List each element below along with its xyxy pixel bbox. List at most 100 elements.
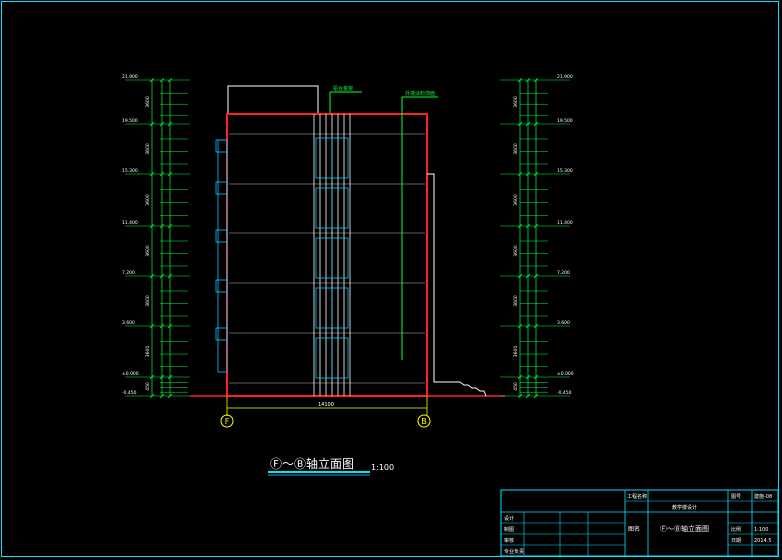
balcony-slab	[215, 181, 228, 195]
dimension-tick	[149, 171, 155, 177]
axis-label-left: F	[225, 417, 230, 426]
callout-2-text: 外墙涂料饰面	[405, 90, 435, 97]
dimension-tick	[517, 77, 523, 83]
spacing-label: 3600	[145, 346, 151, 358]
elevation-label: ±0.000	[557, 371, 574, 377]
dimension-tick	[533, 223, 539, 229]
dimension-tick	[167, 223, 173, 229]
balcony-outline	[217, 139, 228, 373]
tb-project-label: 工程名称	[627, 493, 647, 500]
overall-dimension-text: 14100	[318, 402, 334, 408]
elevation-label: 19.500	[122, 118, 138, 124]
dimension-tick	[517, 273, 523, 279]
dimension-tick	[517, 121, 523, 127]
spacing-label: 3600	[513, 143, 519, 155]
dimension-tick	[149, 393, 155, 399]
dimension-tick	[533, 77, 539, 83]
window-column	[313, 114, 351, 396]
dimension-tick	[167, 171, 173, 177]
elevation-label: 11.400	[557, 220, 573, 226]
balcony-slab	[215, 229, 228, 243]
tb-field-value: 建施-08	[754, 493, 772, 500]
dimension-tick	[525, 393, 531, 399]
spacing-label: 3600	[145, 245, 151, 257]
view-title: Ⓕ～Ⓑ轴立面图	[270, 456, 354, 471]
elevation-label: 19.500	[557, 118, 573, 124]
tb-row-label: 审核	[504, 537, 514, 544]
dimension-tick	[517, 171, 523, 177]
elevation-label: 15.300	[122, 168, 138, 174]
elevation-label: -0.450	[122, 390, 137, 396]
elevation-label: 7.200	[122, 270, 135, 276]
dimension-tick	[167, 374, 173, 380]
spacing-label: 3600	[145, 96, 151, 108]
dimension-tick	[533, 374, 539, 380]
spacing-label: 450	[145, 382, 151, 391]
dimension-tick	[159, 77, 165, 83]
dimension-tick	[533, 323, 539, 329]
tb-field-value: 1:100	[754, 527, 768, 533]
dimension-tick	[149, 323, 155, 329]
balcony-slab	[215, 327, 228, 341]
dimension-tick	[149, 77, 155, 83]
elevation-label: -0.450	[557, 390, 572, 396]
balcony-slab	[215, 139, 228, 153]
entrance-steps	[459, 381, 487, 397]
building-outline	[226, 113, 428, 397]
tb-field-label: 日期	[731, 538, 741, 544]
spacing-label: 3600	[513, 96, 519, 108]
elevation-label: 7.200	[557, 270, 570, 276]
dimension-tick	[533, 393, 539, 399]
tb-project-value: 教学楼设计	[672, 504, 697, 511]
tb-row-label: 专业负责	[504, 548, 524, 555]
axis-bubble-left	[220, 414, 234, 428]
dimension-tick	[517, 223, 523, 229]
dimension-tick	[525, 171, 531, 177]
spacing-label: 450	[513, 382, 519, 391]
tb-row-label: 设计	[504, 515, 514, 522]
view-scale: 1:100	[371, 463, 394, 472]
tb-field-label: 比例	[731, 526, 741, 533]
dimension-tick	[159, 374, 165, 380]
elevation-label: 11.400	[122, 220, 138, 226]
dimension-tick	[533, 171, 539, 177]
elevation-label: 21.900	[122, 74, 138, 80]
axis-label-right: B	[421, 417, 427, 426]
spacing-label: 3600	[513, 245, 519, 257]
dimension-tick	[167, 393, 173, 399]
dimension-tick	[149, 374, 155, 380]
dimension-tick	[525, 77, 531, 83]
dimension-tick	[517, 374, 523, 380]
tb-row-label: 制图	[504, 526, 514, 533]
dimension-tick	[525, 374, 531, 380]
dimension-tick	[159, 121, 165, 127]
dimension-tick	[525, 323, 531, 329]
elevation-label: 21.900	[557, 74, 573, 80]
floor-lines	[229, 133, 425, 384]
roof-stair-tower	[227, 85, 319, 115]
dimension-tick	[525, 273, 531, 279]
dimension-tick	[167, 323, 173, 329]
dimension-tick	[159, 171, 165, 177]
spacing-label: 3600	[145, 143, 151, 155]
dimension-tick	[533, 121, 539, 127]
dimension-tick	[167, 273, 173, 279]
right-dimension-chain: 21.90019.50015.30011.4007.2003.600±0.000…	[500, 74, 574, 399]
dimension-tick	[167, 121, 173, 127]
elevation-label: 3.600	[122, 320, 135, 326]
left-dimension-chain: 21.90019.50015.30011.4007.2003.600±0.000…	[122, 74, 190, 399]
elevation-label: 3.600	[557, 320, 570, 326]
dimension-tick	[149, 273, 155, 279]
axis-bubble-right	[417, 414, 431, 428]
balcony-slab	[215, 279, 228, 293]
dimension-tick	[159, 223, 165, 229]
dimension-tick	[525, 223, 531, 229]
tb-drawing-name-value: Ⓕ～Ⓑ轴立面图	[660, 524, 709, 533]
dimension-tick	[159, 273, 165, 279]
tb-drawing-name-label: 图名	[628, 525, 640, 533]
dimension-tick	[159, 393, 165, 399]
left-balcony-stack	[215, 139, 228, 373]
